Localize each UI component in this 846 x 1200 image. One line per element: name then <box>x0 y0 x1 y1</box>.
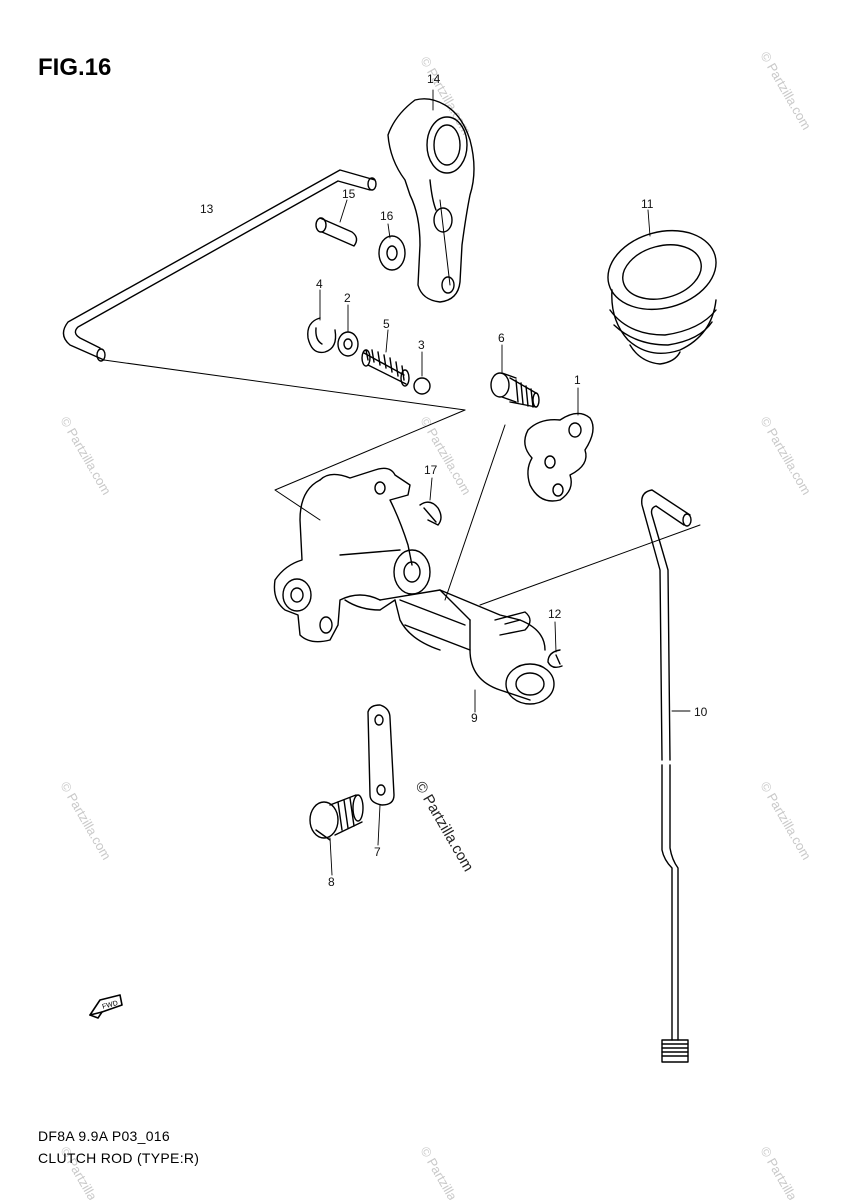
fwd-arrow <box>89 994 123 1019</box>
callout-9: 9 <box>471 711 478 725</box>
grommet <box>607 229 717 365</box>
callout-12: 12 <box>548 607 562 621</box>
callout-14: 14 <box>427 72 441 86</box>
watermark-main: © Partzilla.com <box>412 779 477 875</box>
callout-8: 8 <box>328 875 335 889</box>
watermark-low-right: © Partzilla.com <box>757 779 814 862</box>
callout-6: 6 <box>498 331 505 345</box>
clutch-rod-upper <box>62 169 377 362</box>
callout-11: 11 <box>641 197 654 211</box>
leader-lines <box>319 89 691 876</box>
faint-watermarks: © Partzilla.com © Partzilla.com © Partzi… <box>57 49 814 1200</box>
callout-labels: 14 15 16 13 11 4 2 5 3 6 1 17 12 9 10 7 … <box>200 72 708 889</box>
clutch-shaft-assembly <box>273 467 555 705</box>
callout-1: 1 <box>574 373 581 387</box>
assembly-lines <box>103 199 701 606</box>
callout-4: 4 <box>316 277 323 291</box>
callout-13: 13 <box>200 202 214 216</box>
callout-3: 3 <box>418 338 425 352</box>
plate <box>524 412 594 502</box>
figure-title: FIG.16 <box>38 54 112 81</box>
circlip-4 <box>307 317 337 354</box>
callout-10: 10 <box>694 705 708 719</box>
bolt-8 <box>309 794 364 841</box>
watermark-low-left: © Partzilla.com <box>57 779 114 862</box>
footer-caption: CLUTCH ROD (TYPE:R) <box>38 1150 200 1166</box>
watermark-mid-right: © Partzilla.com <box>757 414 814 497</box>
callout-16: 16 <box>380 209 394 223</box>
washer-upper <box>378 235 406 271</box>
callout-15: 15 <box>342 187 356 201</box>
link-plate <box>367 704 395 806</box>
washer-2 <box>337 331 359 357</box>
bolt-6 <box>490 372 540 408</box>
watermark-mid-left: © Partzilla.com <box>57 414 114 497</box>
cotter-pin <box>419 501 442 526</box>
watermark-bottom-center: © Partzilla.com <box>417 1144 474 1200</box>
fwd-arrow-label: FWD <box>102 1000 119 1011</box>
clutch-rod-lower <box>641 489 692 1063</box>
footer-code: DF8A 9.9A P03_016 <box>38 1128 170 1144</box>
shift-arm <box>387 98 475 303</box>
callout-2: 2 <box>344 291 351 305</box>
callout-17: 17 <box>424 463 438 477</box>
spring <box>361 349 410 387</box>
clip-12 <box>547 649 563 669</box>
ball <box>413 377 431 395</box>
watermark-bottom-right: © Partzilla.com <box>757 1144 814 1200</box>
callout-5: 5 <box>383 317 390 331</box>
callout-7: 7 <box>374 845 381 859</box>
pin <box>315 217 358 247</box>
watermark-top-right: © Partzilla.com <box>757 49 814 132</box>
